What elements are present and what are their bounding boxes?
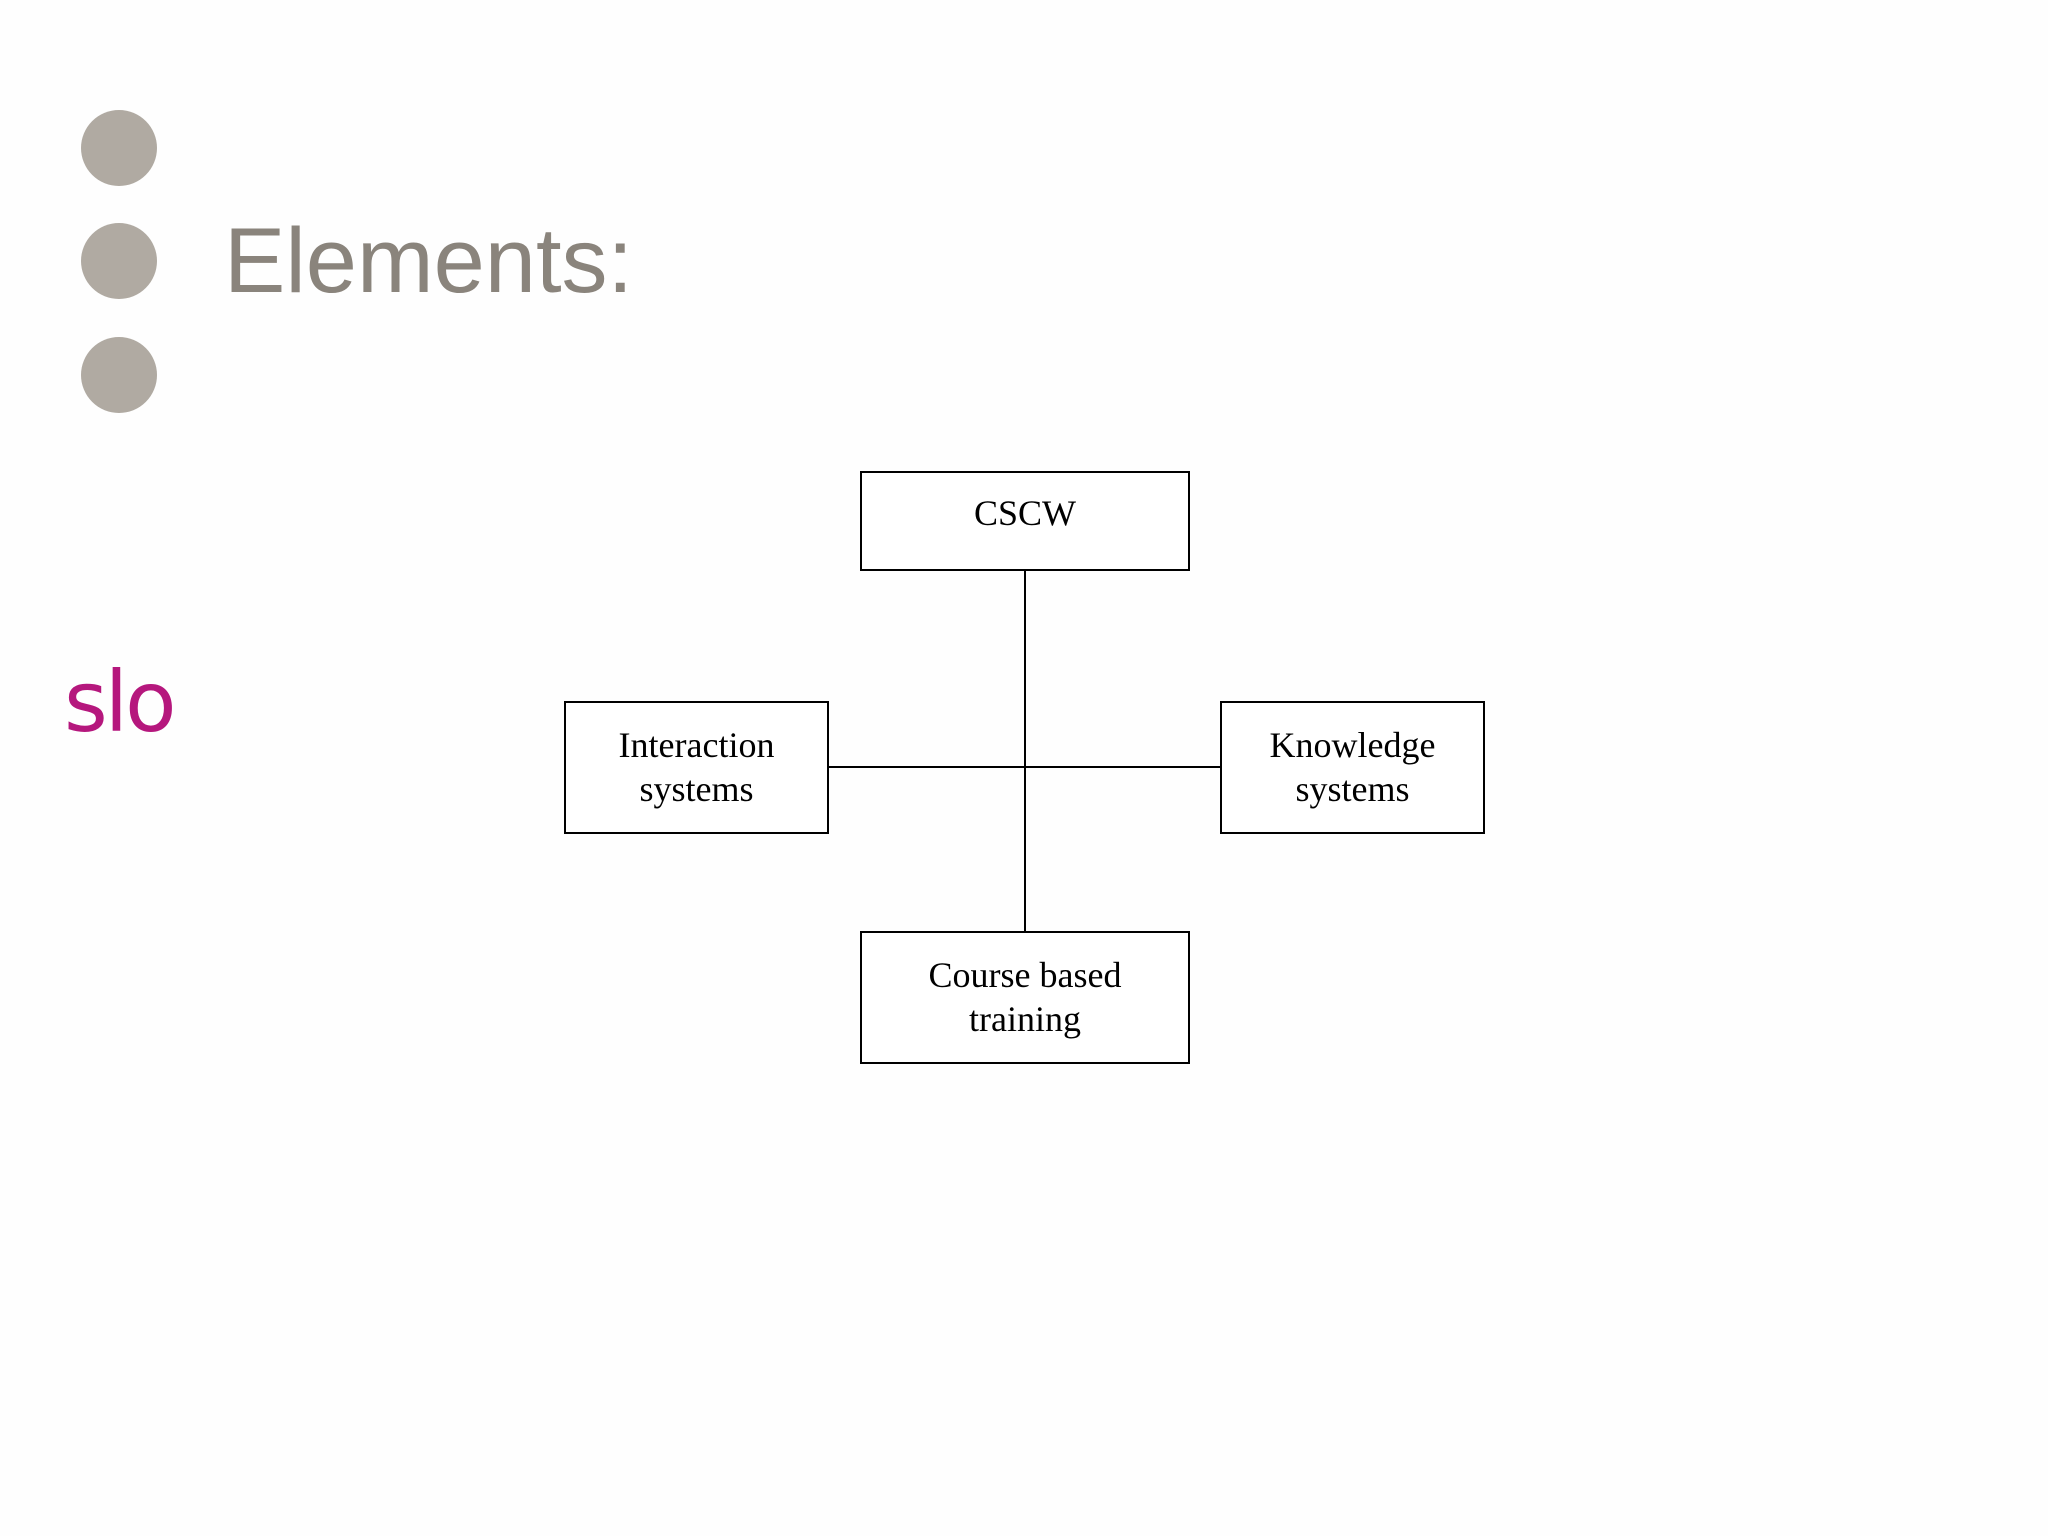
node-course-label-line1: Course based	[928, 955, 1122, 996]
slo-logo: slo	[64, 653, 176, 751]
bullet-dot-2	[81, 223, 157, 299]
node-knowledge-label-line2: systems	[1295, 768, 1410, 809]
slide-title: Elements:	[224, 210, 634, 312]
node-interaction-systems: Interaction systems	[564, 701, 829, 834]
node-interaction-label-line1: Interaction	[618, 725, 775, 766]
vertical-connector-line	[1024, 570, 1026, 932]
node-interaction-label-line2: systems	[639, 768, 754, 809]
node-cscw: CSCW	[860, 471, 1190, 571]
bullet-dot-1	[81, 110, 157, 186]
node-knowledge-systems: Knowledge systems	[1220, 701, 1485, 834]
node-course-based-training: Course based training	[860, 931, 1190, 1064]
bullet-dot-3	[81, 337, 157, 413]
node-knowledge-label-line1: Knowledge	[1269, 725, 1436, 766]
node-cscw-label: CSCW	[973, 493, 1077, 534]
node-course-label-line2: training	[969, 998, 1081, 1039]
horizontal-connector-line	[827, 766, 1222, 768]
